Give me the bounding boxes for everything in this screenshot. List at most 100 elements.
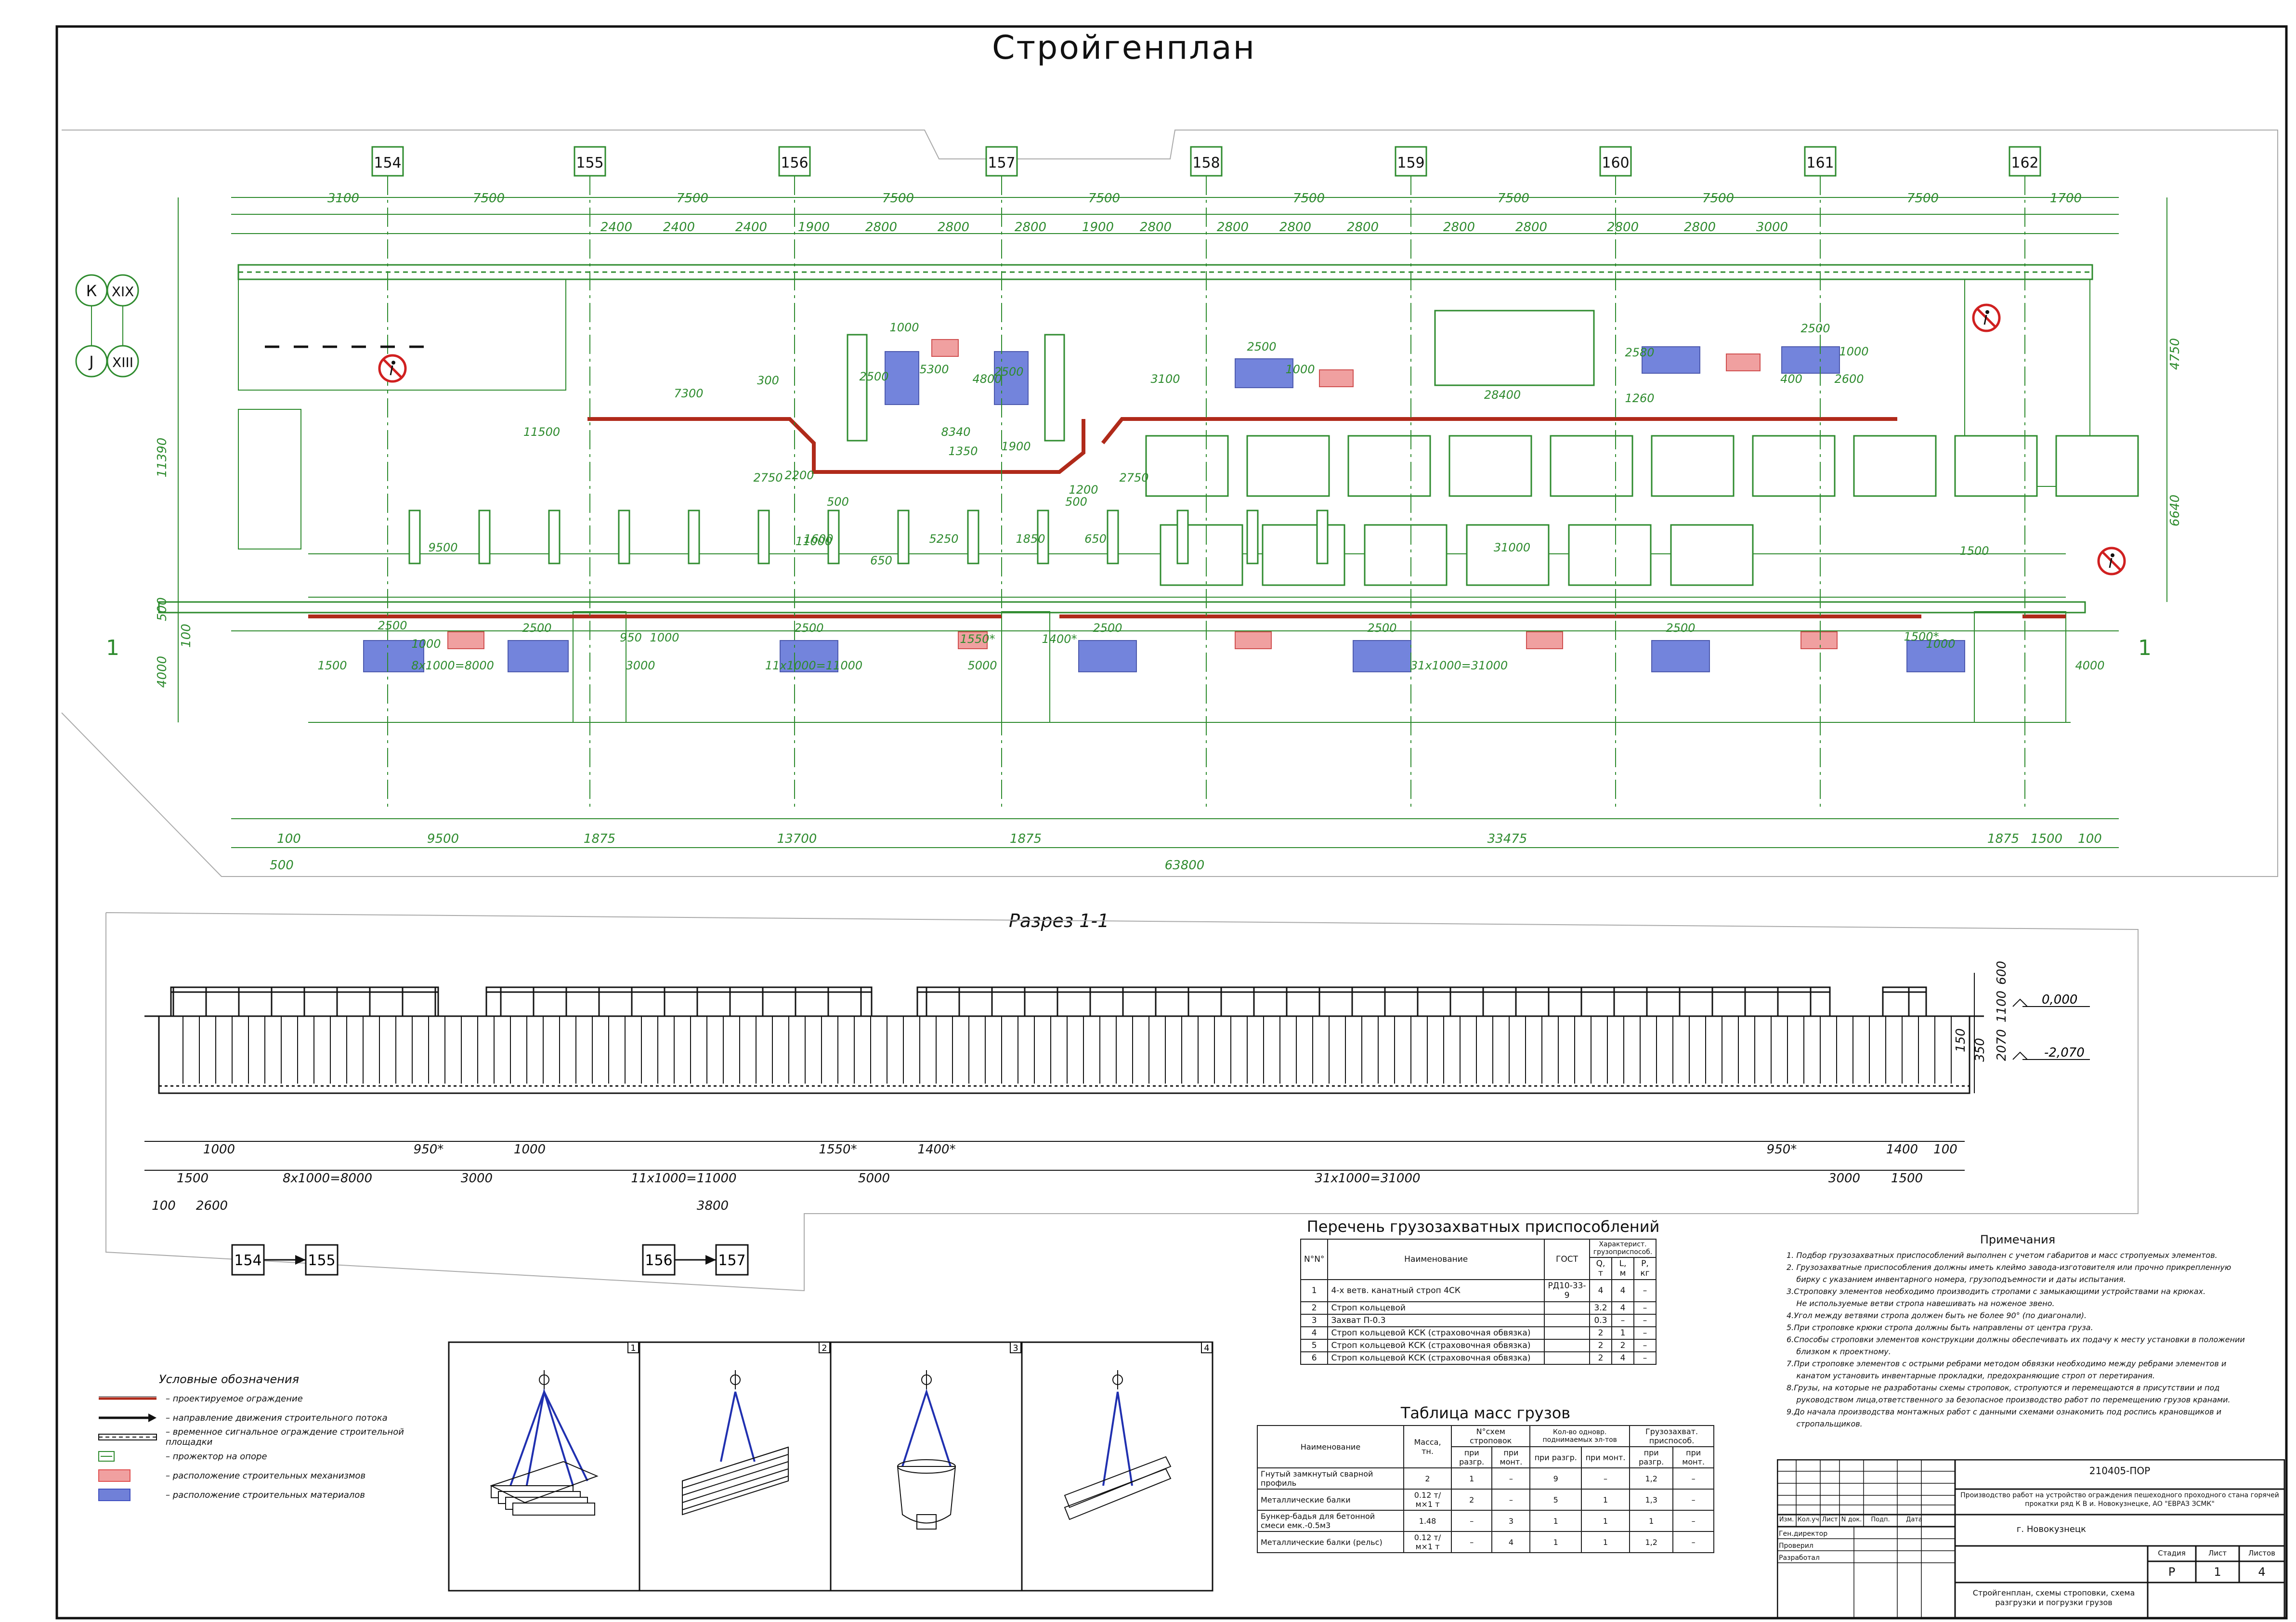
axis-span-dim: 7500 (1088, 191, 1120, 206)
sub-span-dim: 2400 (663, 220, 695, 235)
devices-h-p: Р, кг (1633, 1257, 1657, 1280)
section-axis-label: 157 (718, 1252, 745, 1269)
section-dim: 3800 (697, 1199, 729, 1213)
sling-diagram-number: 1 (630, 1343, 636, 1353)
inner-dim: 28400 (1484, 388, 1521, 402)
section-dim: 1400* (917, 1142, 955, 1157)
inner-dim: 2500 (378, 619, 407, 632)
sub-span-dim: 2800 (1140, 220, 1172, 235)
svg-text:158: 158 (1192, 155, 1220, 171)
sling-diagram-2 (682, 1370, 789, 1516)
legend-label: – расположение строительных механизмов (166, 1470, 366, 1481)
section-dim-vertical: 2070 (1995, 1029, 2009, 1061)
legend-item: – прожектор на опоре (96, 1447, 433, 1466)
fence-design-icon (96, 1391, 159, 1406)
legend-item: – направление движения строительного пот… (96, 1408, 433, 1427)
material-zone (508, 640, 569, 672)
inner-dim: 2500 (522, 621, 551, 635)
inner-dim: 1000 (1839, 345, 1868, 358)
legend-item: – расположение строительных механизмов (96, 1466, 433, 1485)
inner-dim: 2500 (794, 621, 823, 635)
inner-dim: 2600 (1834, 372, 1864, 386)
masses-row: Металлические балки (рельс)0.12 т/м×1 т–… (1257, 1531, 1714, 1553)
no-entry-sign-icon (378, 354, 407, 383)
axis-span-dim: 7500 (473, 191, 505, 206)
tb-sheets-h: Листов (2248, 1549, 2276, 1557)
masses-h-mass: Масса, тн. (1403, 1425, 1452, 1468)
inner-dim: 31x1000=31000 (1410, 659, 1508, 672)
inner-dim: 31000 (1494, 541, 1530, 554)
svg-text:156: 156 (781, 155, 808, 171)
sub-span-dim: 2800 (1347, 220, 1379, 235)
tb-code: 210405-ПОР (2089, 1465, 2151, 1477)
legend-label: – прожектор на опоре (166, 1451, 267, 1462)
inner-dim: 5250 (929, 532, 958, 546)
devices-h-l: L, м (1611, 1257, 1634, 1280)
section-mark-left: 1 (106, 636, 119, 660)
axis-span-dim: 7500 (1907, 191, 1939, 206)
note-line: 6.Способы строповки элементов конструкци… (1787, 1335, 2245, 1344)
material-zone (885, 351, 919, 405)
section-dim: 2600 (196, 1199, 228, 1213)
note-line: канатом установить инвентарные прокладки… (1787, 1371, 2155, 1380)
section-dim: 1400 (1886, 1142, 1918, 1157)
section-dim: 1000 (514, 1142, 546, 1157)
bottom-dim: 500 (270, 858, 294, 873)
bottom-dim: 1875 (584, 832, 615, 846)
material-zone (1235, 358, 1293, 388)
section-dim: 1000 (203, 1142, 235, 1157)
section-dim: 100 (1933, 1142, 1957, 1157)
note-line: 1. Подбор грузозахватных приспособлений … (1787, 1251, 2218, 1260)
no-entry-sign-icon (2097, 547, 2126, 576)
row-axis-bubbles: К XIX J XIII (75, 274, 139, 378)
column-axis-160: 160 (1599, 146, 1632, 177)
tb-stage-h: Стадия (2158, 1549, 2186, 1557)
masses-row: Бункер-бадья для бетонной смеси емк.-0.5… (1257, 1510, 1714, 1532)
inner-dim: 11000 (796, 535, 832, 548)
left-dim: 4000 (155, 656, 170, 688)
inner-dim: 2500 (1247, 340, 1276, 353)
sub-span-dim: 2800 (1015, 220, 1046, 235)
inner-dim: 2500 (994, 365, 1023, 379)
inner-dim: 7300 (674, 387, 703, 400)
tb-col-header: Кол.уч (1797, 1516, 1819, 1523)
axis-span-dim: 7500 (882, 191, 914, 206)
section-dim-vertical: 600 (1995, 961, 2009, 985)
inner-dim: 1200 (1069, 483, 1098, 497)
slinging-diagrams: 1 2 3 4 (448, 1341, 1213, 1592)
tb-role: Проверил (1779, 1542, 1813, 1550)
material-zone (1781, 346, 1840, 374)
inner-dim: 400 (1780, 372, 1802, 386)
inner-dim: 8340 (941, 425, 970, 439)
sling-diagram-number: 2 (822, 1343, 827, 1353)
bottom-dim: 1875 (1987, 832, 2019, 846)
drawing-title: Стройгенплан (992, 29, 1256, 67)
sling-diagram-number: 3 (1013, 1343, 1018, 1353)
svg-text:159: 159 (1397, 155, 1424, 171)
inner-dim: 2750 (753, 471, 783, 484)
mechanism-zone (1726, 353, 1761, 371)
masses-table: Наименование Масса, тн. N°схем строповок… (1257, 1425, 1714, 1553)
building-bottom-wall (158, 601, 2086, 614)
inner-dim: 1600 (804, 532, 833, 546)
column-axis-158: 158 (1190, 146, 1223, 177)
note-line: 4.Угол между ветвями стропа должен быть … (1787, 1311, 2087, 1320)
inner-dim: 1000 (650, 631, 679, 644)
sling-diagram-number: 4 (1204, 1343, 1209, 1353)
svg-text:161: 161 (1806, 155, 1834, 171)
column-axis-154: 154 (371, 146, 404, 177)
section-dim-vertical: 1100 (1995, 991, 2009, 1022)
design-fence (308, 417, 2066, 618)
bottom-dim: 33475 (1487, 832, 1527, 846)
sling-diagram-1 (490, 1370, 599, 1516)
inner-dim: 3100 (1150, 372, 1180, 386)
masses-table-block: Таблица масс грузов Наименование Масса, … (1257, 1404, 1714, 1553)
mechanism-zone (958, 631, 988, 649)
bottom-dim: 9500 (427, 832, 459, 846)
inner-dim: 11x1000=11000 (765, 659, 862, 672)
tb-sheets: 4 (2258, 1565, 2266, 1579)
